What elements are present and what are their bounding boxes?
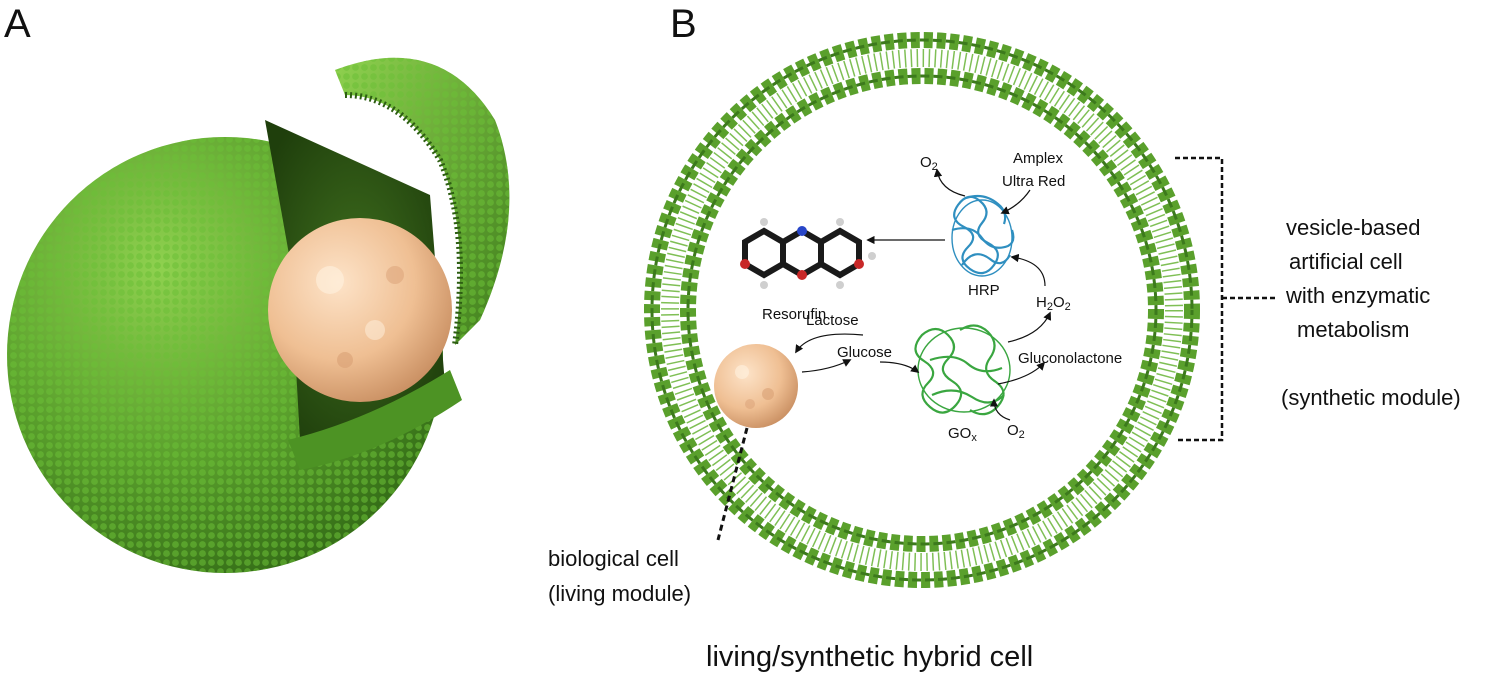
h2o2-label: H2O2 [1036, 294, 1071, 313]
synthetic-label-line5: (synthetic module) [1281, 385, 1461, 410]
o2-top-label: O2 [920, 154, 938, 173]
synthetic-label-line4: metabolism [1297, 317, 1409, 342]
o2-bottom-label: O2 [1007, 422, 1025, 441]
resorufin-molecule [742, 227, 862, 279]
resorufin-label: Resorufin [762, 306, 826, 323]
panel-b-label: B [670, 2, 697, 46]
biological-cell [714, 344, 798, 428]
amplex-label-line1: Amplex [1013, 150, 1064, 167]
hrp-enzyme [951, 194, 1015, 277]
figure-caption: living/synthetic hybrid cell [706, 641, 1033, 673]
gox-enzyme [914, 324, 1011, 416]
panel-a-inner-cell [268, 218, 452, 402]
synthetic-label-line1: vesicle-based [1286, 215, 1421, 240]
vesicle-cutaway-illustration [7, 57, 510, 573]
glucose-label: Glucose [837, 344, 892, 361]
gox-label: GOx [948, 425, 977, 444]
living-label-line2: (living module) [548, 581, 691, 606]
gluconolactone-label: Gluconolactone [1018, 350, 1122, 367]
panel-a-label: A [4, 2, 31, 46]
synthetic-label-line2: artificial cell [1289, 249, 1403, 274]
synthetic-label-line3: with enzymatic [1285, 283, 1430, 308]
amplex-label-line2: Ultra Red [1002, 173, 1065, 190]
reaction-arrows [795, 168, 1052, 421]
synthetic-module-bracket [1175, 156, 1278, 442]
living-label-line1: biological cell [548, 546, 679, 571]
vesicle-membrane-ring [644, 32, 1200, 588]
hrp-label: HRP [968, 282, 1000, 299]
lactose-label: Lactose [806, 312, 859, 329]
